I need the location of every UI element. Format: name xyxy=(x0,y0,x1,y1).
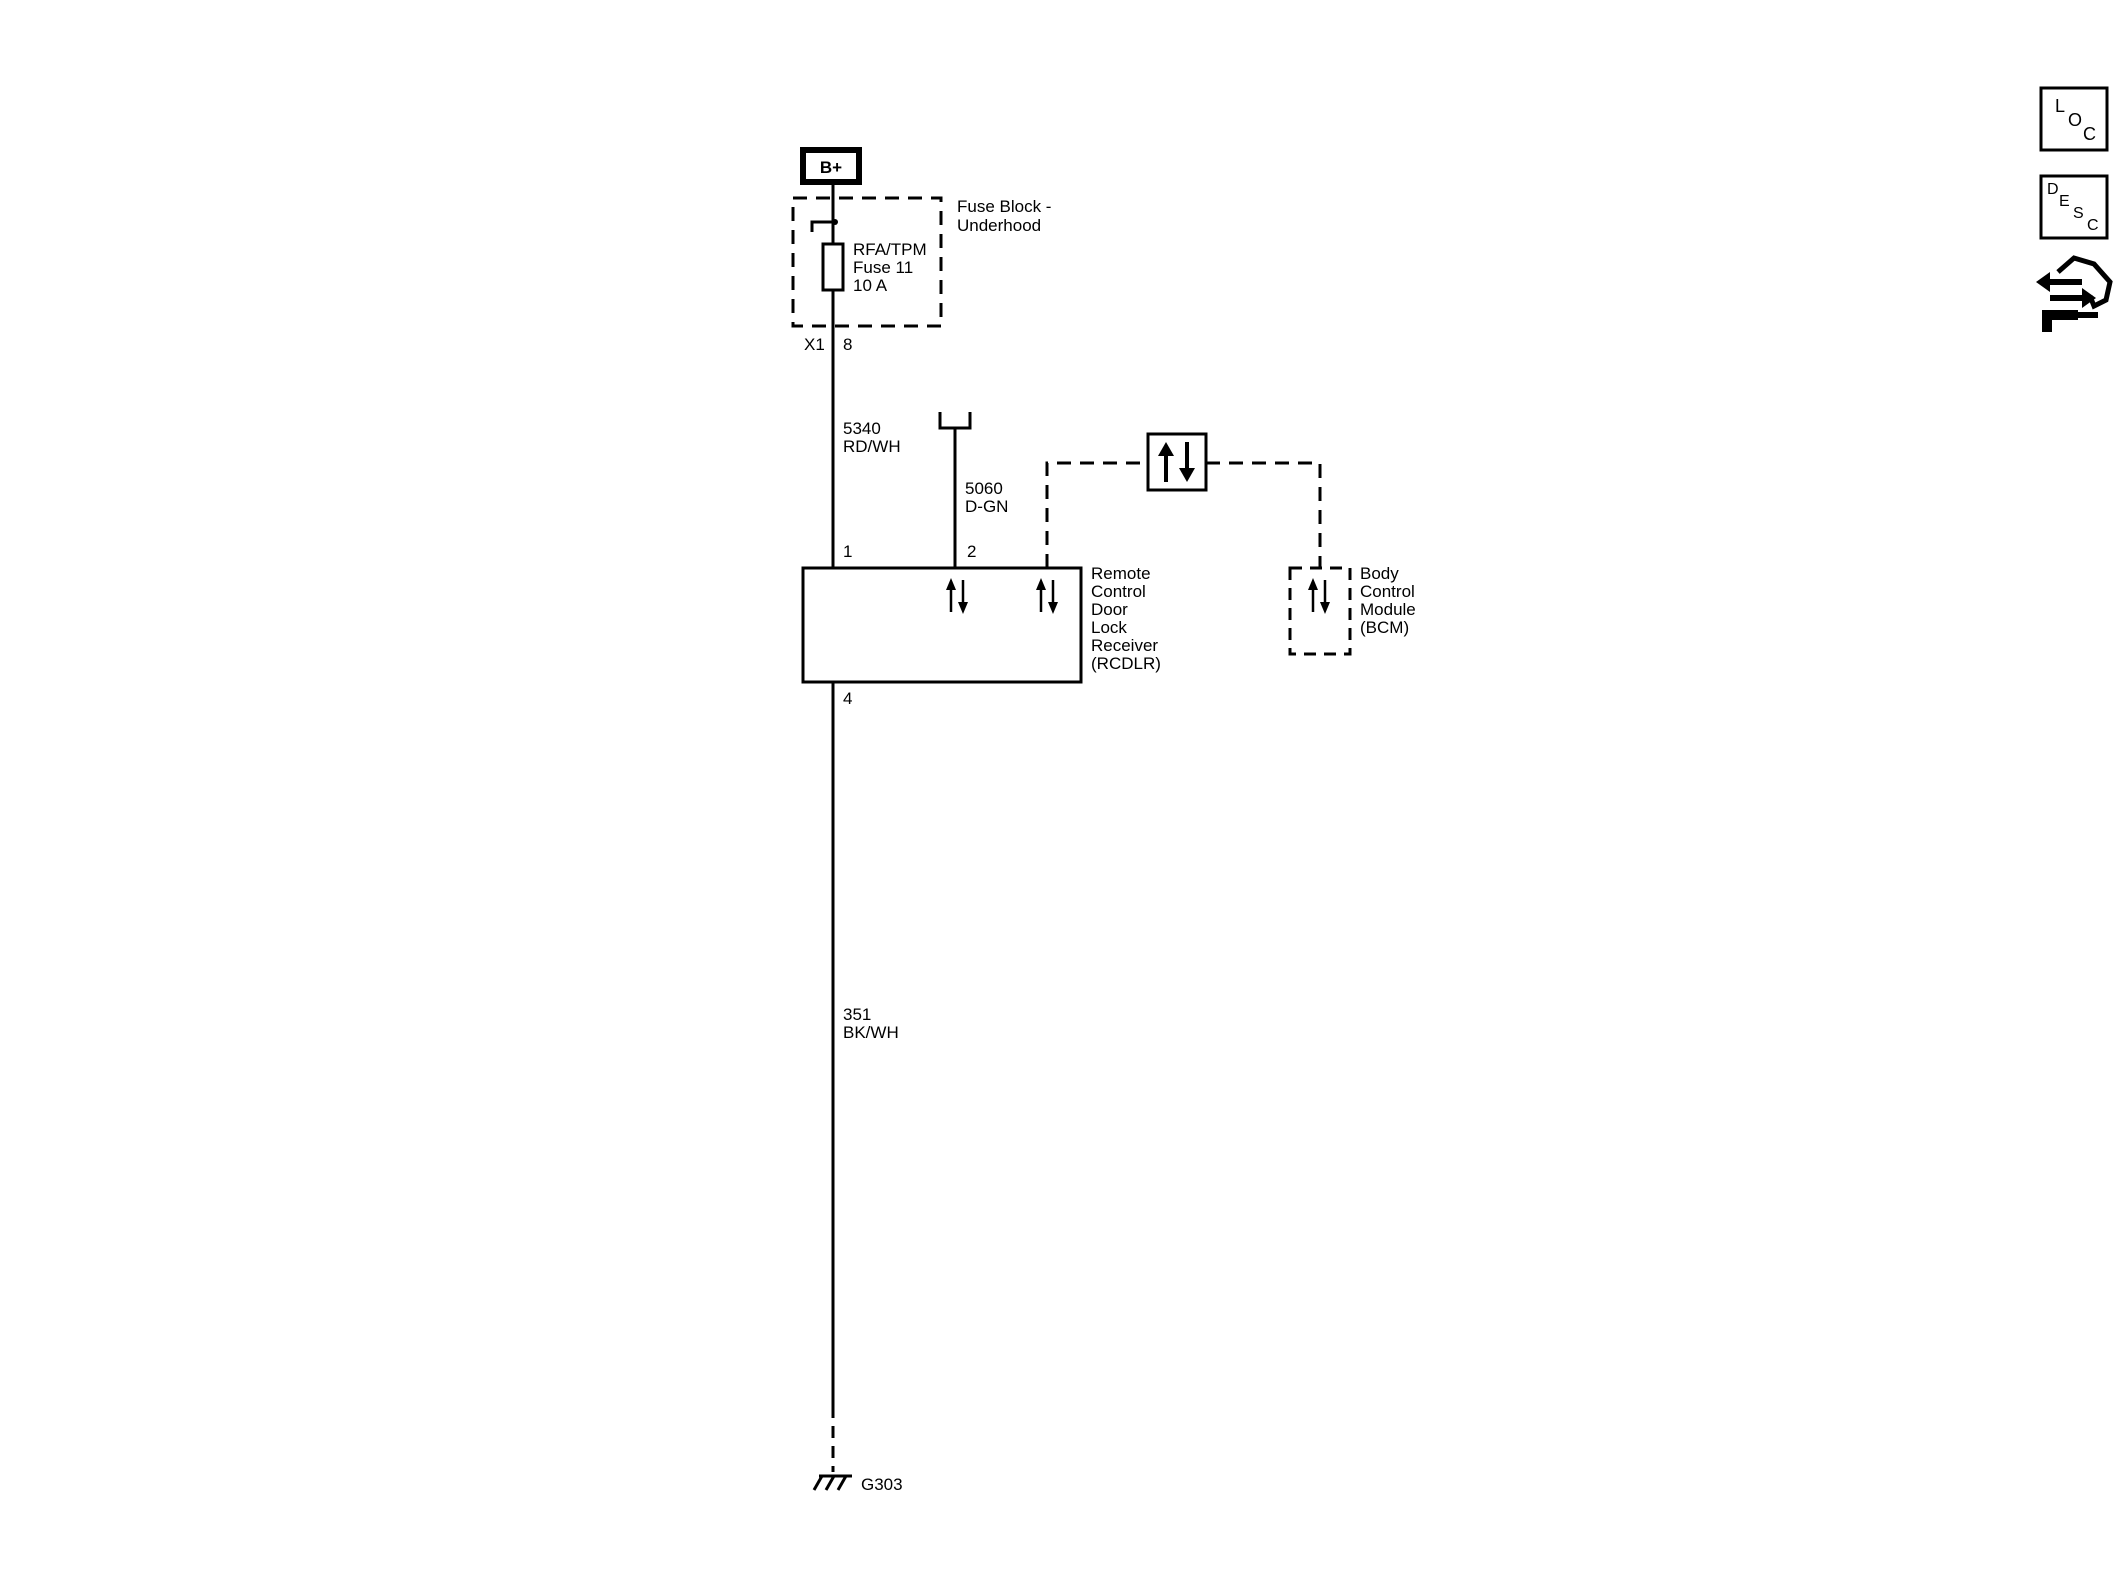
fuse-bus-connection xyxy=(810,220,835,232)
rcdlr-name-1: Remote xyxy=(1091,564,1151,583)
description-icon[interactable]: D E S C xyxy=(2039,174,2109,240)
fuse-rating: 10 A xyxy=(853,276,888,295)
bcm-name-2: Control xyxy=(1360,582,1415,601)
serial-data-link xyxy=(1045,461,1322,568)
wire-351-number: 351 xyxy=(843,1005,871,1024)
wire-351-color: BK/WH xyxy=(843,1023,899,1042)
bcm-serial-data-arrows xyxy=(1308,578,1330,614)
rcdlr-antenna-data-arrows xyxy=(946,578,968,614)
rcdlr-pin-2: 2 xyxy=(967,542,976,561)
battery-positive-box: B+ xyxy=(800,147,862,185)
rcdlr-pin-4: 4 xyxy=(843,689,852,708)
connector-tool-icon[interactable] xyxy=(2036,255,2113,332)
fuse-block-outline xyxy=(791,196,943,328)
rcdlr-name-5: Receiver xyxy=(1091,636,1158,655)
rcdlr-serial-data-arrows xyxy=(1036,578,1058,614)
serial-data-icon xyxy=(1146,432,1208,492)
ground-symbol xyxy=(812,1474,852,1491)
rcdlr-pin-1: 1 xyxy=(843,542,852,561)
fuse-pin-8: 8 xyxy=(843,335,852,354)
fuse-connector-x1: X1 xyxy=(804,335,825,354)
rcdlr-name-6: (RCDLR) xyxy=(1091,654,1161,673)
rcdlr-name-3: Door xyxy=(1091,600,1128,619)
fuse-number: Fuse 11 xyxy=(853,258,913,277)
desc-letter-d: D xyxy=(2047,181,2059,198)
bcm-module-box xyxy=(1288,566,1352,656)
desc-letter-s: S xyxy=(2073,205,2084,222)
fuse-block-name-2: Underhood xyxy=(957,216,1041,235)
desc-letter-c: C xyxy=(2087,217,2099,234)
loc-letter-c: C xyxy=(2083,124,2096,144)
wire-5340-number: 5340 xyxy=(843,419,881,438)
fuse-name: RFA/TPM xyxy=(853,240,927,259)
bcm-name-3: Module xyxy=(1360,600,1416,619)
wire-5060-number: 5060 xyxy=(965,479,1003,498)
battery-positive-label: B+ xyxy=(820,158,842,177)
loc-letter-l: L xyxy=(2055,96,2065,116)
antenna-connector-symbol xyxy=(938,412,972,430)
bcm-name-4: (BCM) xyxy=(1360,618,1409,637)
rcdlr-name-4: Lock xyxy=(1091,618,1127,637)
fuse-11-symbol xyxy=(821,242,845,292)
rcdlr-name-2: Control xyxy=(1091,582,1146,601)
bcm-name-1: Body xyxy=(1360,564,1399,583)
ground-label: G303 xyxy=(861,1475,903,1494)
wire-5340-color: RD/WH xyxy=(843,437,901,456)
loc-letter-o: O xyxy=(2068,110,2082,130)
wire-5060-color: D-GN xyxy=(965,497,1008,516)
desc-letter-e: E xyxy=(2059,193,2070,210)
rcdlr-module-box xyxy=(801,566,1083,684)
location-icon[interactable]: L O C xyxy=(2039,86,2109,152)
fuse-block-name-1: Fuse Block - xyxy=(957,197,1051,216)
